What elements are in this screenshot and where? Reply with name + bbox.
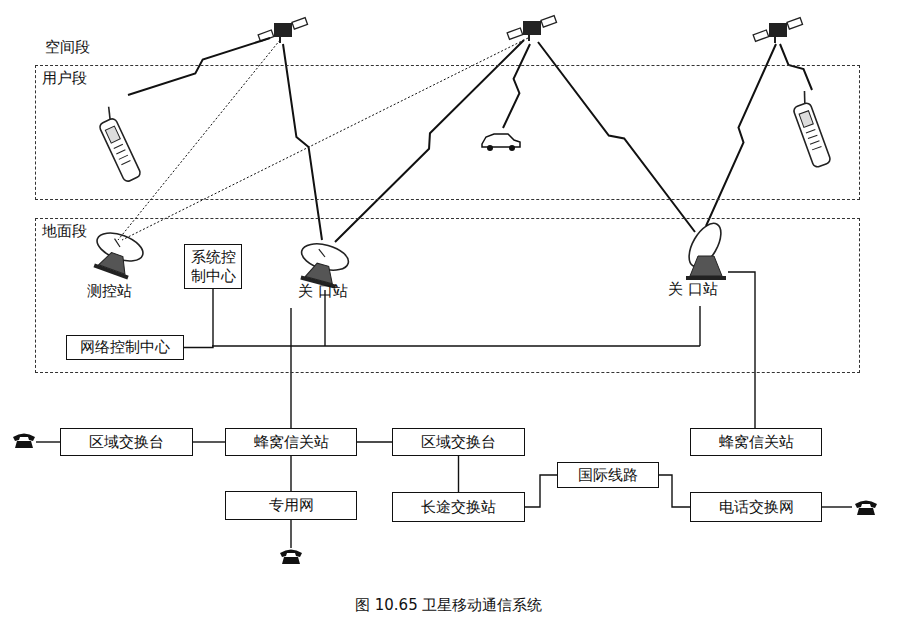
connector-line [458, 456, 459, 492]
network-box: 电话交换网 [690, 492, 822, 522]
exchange-box: 区域交换台 [60, 428, 193, 456]
segment-heading: 地面段 [42, 222, 87, 241]
segment-heading: 空间段 [45, 38, 90, 57]
radio-link [503, 44, 530, 128]
radio-link [706, 44, 776, 226]
ground-segment-band: 地面段系统控制中心网络控制中心 [35, 218, 860, 373]
radio-link [335, 40, 524, 242]
radio-link [538, 42, 695, 232]
station-label: 测控站 [87, 282, 132, 301]
box-label: 电话交换网 [716, 498, 797, 517]
line-box: 国际线路 [557, 462, 659, 488]
control-box: 网络控制中心 [66, 335, 184, 360]
connector-line [184, 289, 213, 348]
network-box: 专用网 [225, 491, 357, 520]
gateway-box: 蜂窝信关站 [690, 428, 822, 456]
box-label: 长途交换站 [418, 498, 499, 517]
box-label: 蜂窝信关站 [716, 433, 797, 452]
exchange-box: 长途交换站 [392, 492, 525, 522]
connector-line [659, 475, 690, 507]
radio-link [283, 44, 322, 240]
box-label: 蜂窝信关站 [251, 433, 332, 452]
connector-line [357, 441, 392, 442]
figure-caption: 图 10.65 卫星移动通信系统 [355, 596, 542, 615]
connector-line [193, 441, 225, 442]
station-label: 关 口站 [668, 280, 718, 299]
radio-link [780, 44, 812, 90]
radio-link [128, 38, 270, 95]
connector-line [290, 456, 291, 491]
segment-heading: 用户段 [42, 69, 87, 88]
box-label: 系统控制中心 [185, 248, 241, 286]
station-label: 关 口站 [298, 282, 348, 301]
box-label: 区域交换台 [418, 433, 499, 452]
gateway-box: 蜂窝信关站 [225, 428, 357, 456]
exchange-box: 区域交换台 [392, 428, 525, 456]
user-segment-band: 用户段 [35, 65, 860, 200]
box-label: 专用网 [266, 496, 317, 515]
box-label: 网络控制中心 [77, 338, 173, 357]
box-label: 国际线路 [575, 466, 641, 485]
box-label: 区域交换台 [86, 433, 167, 452]
control-box: 系统控制中心 [184, 244, 242, 289]
connector-line [525, 475, 557, 507]
